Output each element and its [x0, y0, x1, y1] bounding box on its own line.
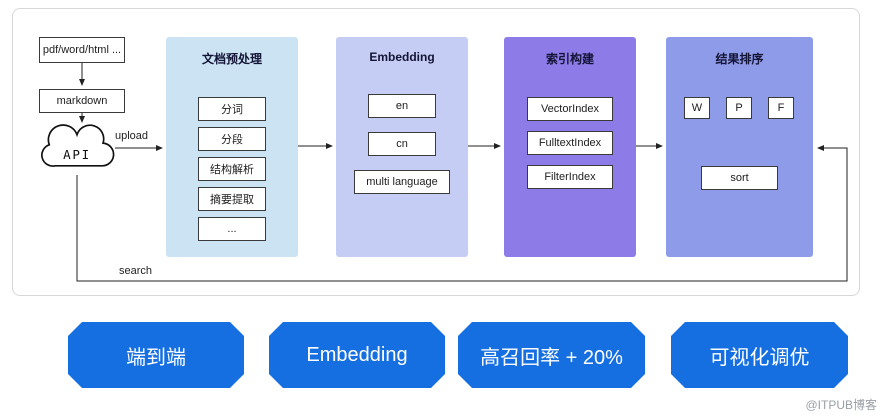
panel-result-rank: 结果排序 W P F sort: [666, 37, 813, 257]
panel-title: 文档预处理: [201, 52, 262, 66]
markdown-box: markdown: [39, 89, 125, 113]
watermark: @ITPUB博客: [805, 398, 877, 412]
step-box: 分词: [198, 97, 266, 121]
weight-box: W: [684, 97, 710, 119]
api-cloud-icon: API: [41, 124, 115, 167]
step-box: multi language: [354, 170, 450, 194]
feature-badge-embedding: Embedding: [269, 322, 445, 388]
panel-title: 索引构建: [545, 52, 594, 66]
source-formats-box: pdf/word/html ...: [39, 37, 125, 63]
upload-label: upload: [115, 130, 149, 142]
step-box: en: [368, 94, 436, 118]
step-box: cn: [368, 132, 436, 156]
feature-badge-recall: 高召回率 + 20%: [458, 322, 645, 388]
weight-box: F: [768, 97, 794, 119]
panel-items: en cn multi language: [354, 94, 450, 194]
search-label: search: [119, 265, 153, 277]
step-box: VectorIndex: [527, 97, 613, 121]
panel-embedding: Embedding en cn multi language: [336, 37, 468, 257]
step-box: 结构解析: [198, 157, 266, 181]
step-box: 摘要提取: [198, 187, 266, 211]
api-label: API: [63, 147, 91, 162]
step-box: ...: [198, 217, 266, 241]
step-box: 分段: [198, 127, 266, 151]
step-box: FulltextIndex: [527, 131, 613, 155]
feature-badge-visual-tuning: 可视化调优: [671, 322, 848, 388]
panel-title: Embedding: [369, 50, 435, 64]
sort-box: sort: [701, 166, 778, 190]
feature-badge-end-to-end: 端到端: [68, 322, 244, 388]
panel-doc-preprocess: 文档预处理 分词 分段 结构解析 摘要提取 ...: [166, 37, 298, 257]
panel-items: VectorIndex FulltextIndex FilterIndex: [527, 97, 613, 189]
panel-title: 结果排序: [715, 52, 764, 66]
panel-items: 分词 分段 结构解析 摘要提取 ...: [198, 97, 266, 241]
weight-box: P: [726, 97, 752, 119]
step-box: FilterIndex: [527, 165, 613, 189]
panel-index-build: 索引构建 VectorIndex FulltextIndex FilterInd…: [504, 37, 636, 257]
diagram-frame: pdf/word/html ... markdown API upload se…: [12, 8, 860, 296]
